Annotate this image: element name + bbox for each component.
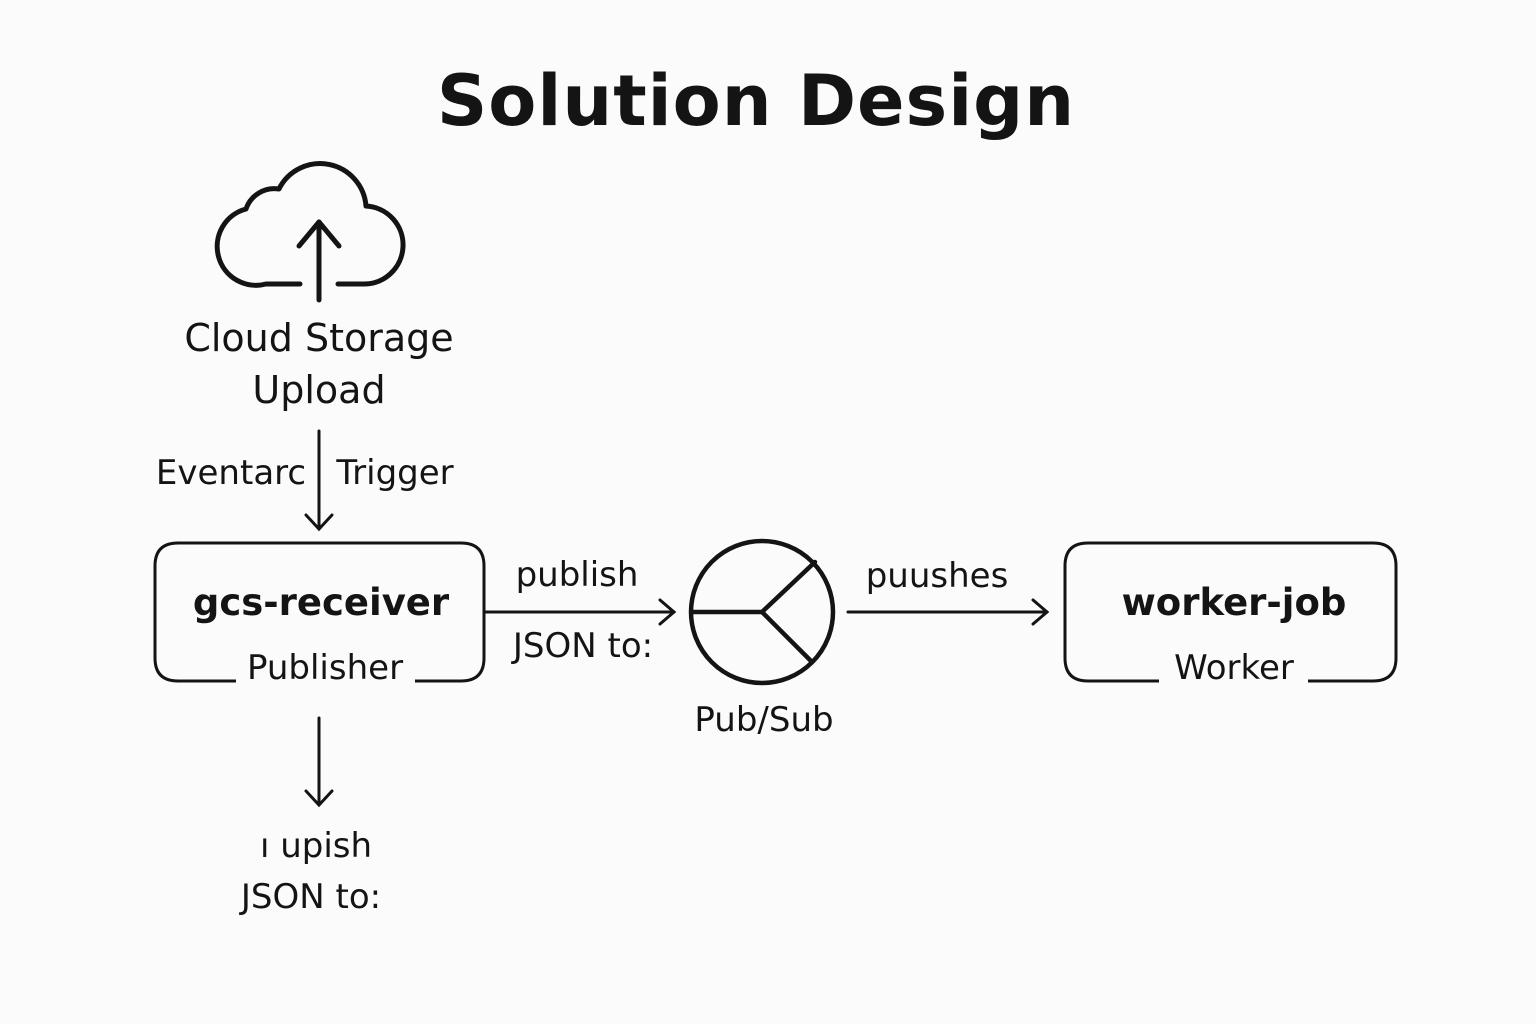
cloud-storage-label-line1: Cloud Storage — [184, 316, 454, 360]
worker-job-box — [1063, 541, 1398, 683]
publish-json-label: JSON to: — [512, 626, 654, 666]
page-title: Solution Design — [436, 60, 1076, 142]
eventarc-label: Eventarc — [155, 453, 307, 493]
cloud-upload-icon — [214, 161, 406, 303]
gcs-receiver-role: Publisher — [246, 648, 404, 688]
downstream-label-line1: ı upish — [259, 826, 373, 866]
publish-label: publish — [515, 555, 639, 595]
publish-arrow — [482, 598, 677, 626]
worker-job-name: worker-job — [1121, 581, 1347, 624]
worker-job-role: Worker — [1174, 648, 1294, 688]
pubsub-label: Pub/Sub — [694, 700, 834, 740]
downstream-label-line2: JSON to: — [240, 877, 382, 917]
trigger-label: Trigger — [336, 453, 454, 493]
pubsub-hub-icon — [688, 538, 836, 686]
gcs-receiver-name: gcs-receiver — [192, 581, 450, 624]
gcs-receiver-box — [153, 541, 486, 683]
cloud-storage-label-line2: Upload — [252, 368, 386, 412]
downstream-arrow — [304, 716, 334, 808]
trigger-arrow — [304, 429, 334, 532]
pushes-label: puushes — [865, 556, 1009, 596]
pushes-arrow — [846, 598, 1050, 626]
